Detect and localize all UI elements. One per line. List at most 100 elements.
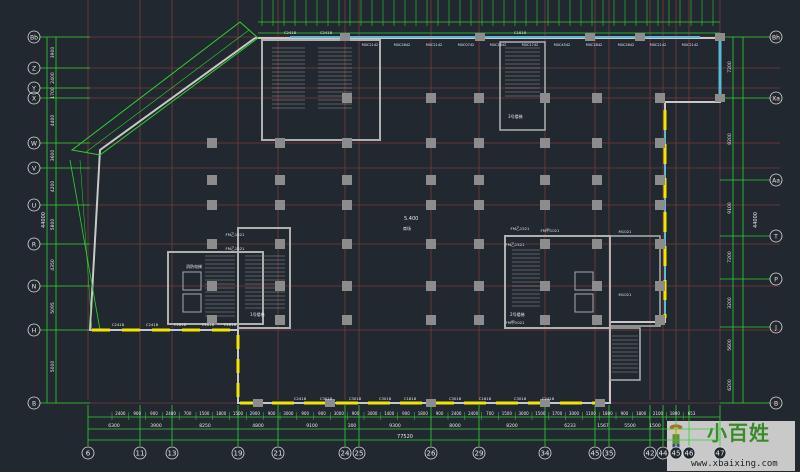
column: [655, 138, 665, 148]
axis-label: B: [32, 401, 36, 408]
axis-bubble: [27, 30, 41, 44]
logo-text: 小百姓: [707, 421, 770, 445]
axis-bubble: [769, 30, 783, 44]
dimension-text: 3900: [50, 47, 56, 59]
column: [426, 399, 436, 407]
window-label: C3018: [449, 396, 462, 401]
axis-bubble: [602, 446, 616, 460]
column: [715, 33, 725, 41]
dimension-text: 1800: [418, 411, 429, 416]
dimension-text: 2100: [653, 411, 664, 416]
dimension-text: 3000: [569, 411, 580, 416]
column: [655, 281, 665, 291]
door-label: FM乙1521: [226, 246, 246, 251]
axis-bubble: [669, 446, 683, 460]
axis-grid-lines: [50, 0, 780, 404]
column: [207, 200, 217, 210]
dimension-text: 6200: [727, 379, 733, 391]
core-label-1: 消防电梯: [186, 263, 202, 269]
column: [474, 281, 484, 291]
column: [474, 175, 484, 185]
elevator-1: [182, 271, 202, 291]
dimension-text: 1500: [649, 423, 661, 429]
axis-bubble: [656, 446, 670, 460]
dimension-text: 5600: [727, 339, 733, 351]
axis-bubble: [27, 323, 41, 337]
column: [340, 33, 350, 41]
axis-bubble: [472, 446, 486, 460]
axis-bubble: [682, 446, 696, 460]
dimension-text: 3000: [283, 411, 294, 416]
column: [426, 239, 436, 249]
stair-core-left-b: [237, 227, 291, 329]
axis-bubble: [588, 446, 602, 460]
axis-bubble: [538, 446, 552, 460]
door-label: M1021: [619, 292, 633, 297]
axis-bubble: [713, 446, 727, 460]
dimension-text: 900: [268, 411, 276, 416]
column: [342, 93, 352, 103]
column: [342, 281, 352, 291]
dimension-text: 8200: [506, 423, 518, 429]
door-label: FM乙1521: [506, 242, 526, 247]
column: [325, 399, 335, 407]
axis-label: 29: [475, 450, 484, 458]
axis-bubble: [424, 446, 438, 460]
dimension-text: 4350: [50, 259, 56, 271]
window-label: C1818: [479, 396, 492, 401]
dimension-text: 900: [621, 411, 629, 416]
core-label-2: 1号楼梯: [250, 311, 265, 317]
axis-label: T: [773, 234, 778, 241]
door-label: M0C4542: [554, 43, 571, 47]
axis-bubble: [27, 198, 41, 212]
window-label: C3018: [379, 396, 392, 401]
axis-label: 24: [341, 450, 350, 458]
facade-line: [85, 29, 250, 153]
axis-label: 13: [168, 450, 177, 458]
axis-label: 26: [427, 450, 436, 458]
axis-bubble: [27, 396, 41, 410]
column: [540, 239, 550, 249]
door-label: M0C2142: [682, 43, 699, 47]
column: [426, 200, 436, 210]
column: [207, 138, 217, 148]
column: [426, 138, 436, 148]
axis-label: 25: [355, 450, 364, 458]
dimension-text: 5095: [50, 302, 56, 314]
column: [592, 138, 602, 148]
axis-bubble: [769, 229, 783, 243]
axis-label: 46: [685, 450, 694, 458]
column: [655, 93, 665, 103]
axis-label: 45: [591, 450, 600, 458]
axis-bubble: [133, 446, 147, 460]
door-label: M0C1742: [522, 43, 539, 47]
axis-bubble: [231, 446, 245, 460]
axis-bubble: [352, 446, 366, 460]
elevator-3: [574, 271, 594, 291]
axis-label: Aa: [772, 178, 780, 185]
toilet-block: [609, 235, 661, 327]
dimension-text: 1800: [216, 411, 227, 416]
facade-line: [79, 159, 93, 331]
column: [474, 315, 484, 325]
door-label: FM乙1521: [226, 232, 246, 237]
column: [207, 315, 217, 325]
column: [540, 175, 550, 185]
axis-bubble: [27, 61, 41, 75]
column: [207, 239, 217, 249]
axis-bubble: [27, 136, 41, 150]
dimension-text: 1500: [233, 411, 244, 416]
elevator-4: [574, 293, 594, 313]
dimension-text: 4200: [50, 181, 56, 193]
dimension-text: 700: [184, 411, 192, 416]
column: [655, 175, 665, 185]
door-label: M0C2842: [586, 43, 603, 47]
column: [585, 33, 595, 41]
dimension-text: 9100: [727, 202, 733, 214]
column: [540, 200, 550, 210]
door-label: M0C2142: [650, 43, 667, 47]
axis-label: 35: [605, 450, 614, 458]
dimension-text: 9300: [389, 423, 401, 429]
dimension-text: 3000: [519, 411, 530, 416]
